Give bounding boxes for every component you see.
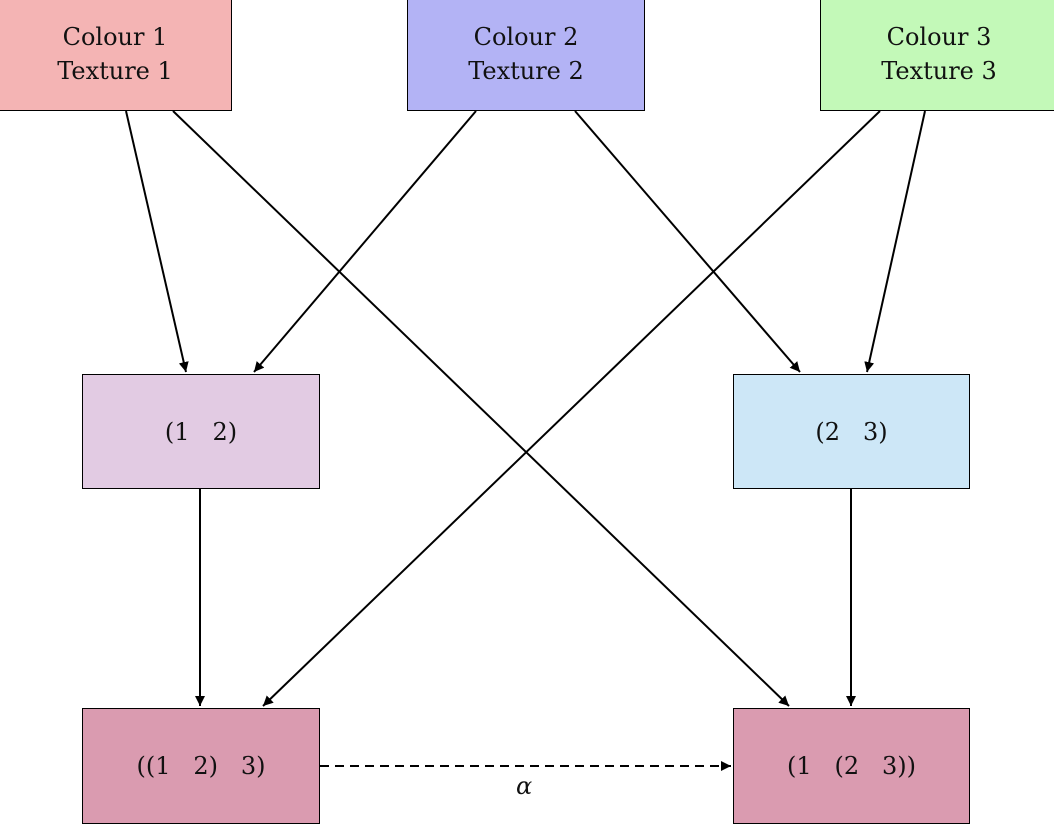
arrow-colour1-to-right-composite — [172, 110, 790, 707]
colour-2-node: Colour 2 Texture 2 — [407, 0, 645, 111]
swap-12-node: (1 2) — [82, 374, 320, 489]
alpha-label: α — [516, 772, 533, 800]
colour-3-label: Colour 3 — [886, 22, 992, 51]
texture-3-label: Texture 3 — [881, 56, 997, 85]
right-composite-node: (1 (2 3)) — [733, 708, 970, 824]
colour-3-node: Colour 3 Texture 3 — [820, 0, 1054, 111]
swap-12-label: (1 2) — [164, 417, 238, 446]
right-composite-label: (1 (2 3)) — [786, 752, 917, 780]
colour-2-label: Colour 2 — [473, 22, 579, 51]
left-composite-node: ((1 2) 3) — [82, 708, 320, 824]
arrow-colour3-to-swap23 — [864, 110, 926, 373]
texture-1-label: Texture 1 — [57, 56, 173, 85]
arrow-colour3-to-left-composite — [262, 110, 881, 707]
colour-1-node: Colour 1 Texture 1 — [0, 0, 232, 111]
arrow-colour2-to-swap12 — [253, 110, 477, 373]
swap-23-label: (2 3) — [815, 417, 888, 446]
texture-2-label: Texture 2 — [468, 56, 584, 85]
colour-1-label: Colour 1 — [62, 22, 168, 51]
swap-23-node: (2 3) — [733, 374, 970, 489]
arrow-colour1-to-swap12 — [125, 110, 189, 373]
left-composite-label: ((1 2) 3) — [136, 752, 266, 780]
arrow-colour2-to-swap23 — [574, 110, 801, 373]
